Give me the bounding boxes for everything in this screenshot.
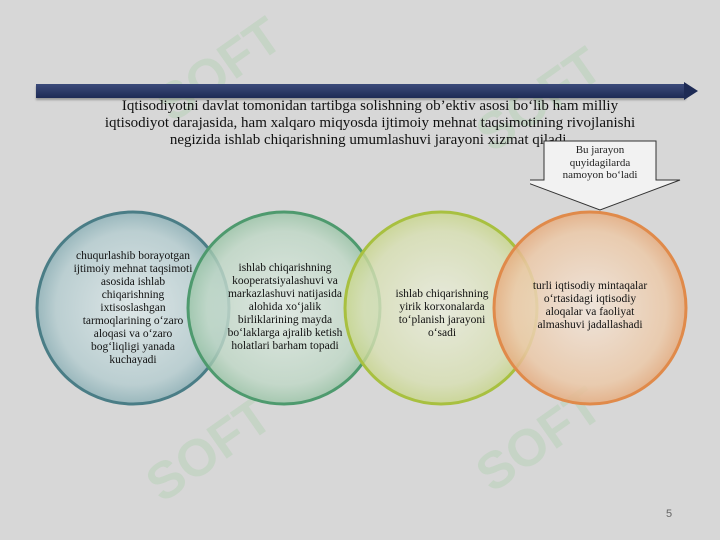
callout-arrow-shape [530, 140, 681, 211]
timeline-arrow-shaft [36, 84, 686, 98]
timeline-arrow-head [684, 82, 698, 100]
circle-4-text: turli iqtisodiy mintaqalar o‘rtasidagi i… [532, 280, 648, 331]
circle-4 [492, 210, 688, 406]
page-number: 5 [666, 508, 673, 520]
intro-paragraph: Iqtisodiyotni davlat tomonidan tartibga … [104, 98, 636, 148]
callout-arrow: Bu jarayon quyidagilarda namoyon bo‘ladi [530, 140, 690, 212]
callout-text: Bu jarayon quyidagilarda namoyon bo‘ladi [562, 144, 638, 181]
circle-2-text: ishlab chiqarishning kooperatsiyalashuvi… [227, 262, 343, 352]
circle-1-text: chuqurlashib borayotgan ijtimoiy mehnat … [73, 250, 193, 366]
circle-3-text: ishlab chiqarishning yirik korxonalarda … [395, 288, 489, 339]
